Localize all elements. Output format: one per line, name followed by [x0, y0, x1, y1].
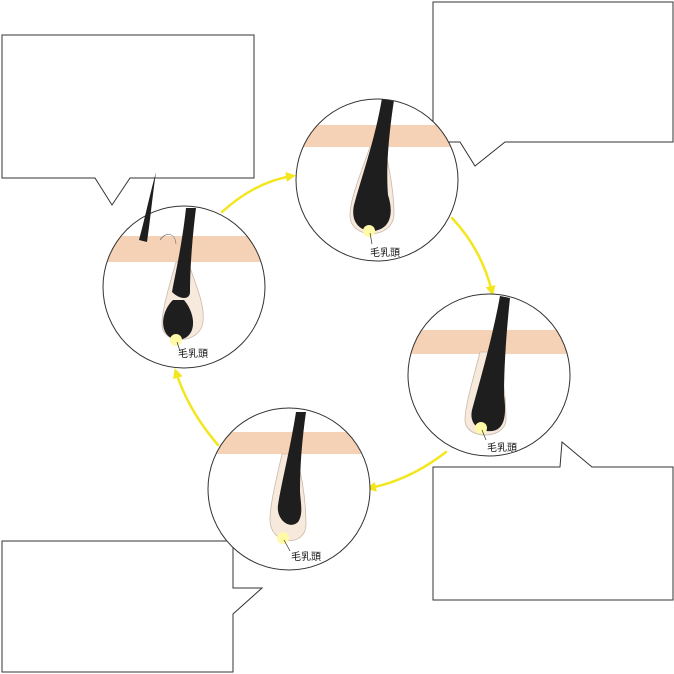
dermal-papilla-4: [277, 532, 289, 544]
arrow-2-to-3: [450, 216, 496, 296]
arrow-4-to-1: [173, 368, 220, 447]
dermal-papilla-2: [363, 225, 375, 237]
cycle-arrows: [173, 172, 496, 492]
papilla-label-4: 毛乳頭: [291, 550, 321, 563]
papilla-label-2: 毛乳頭: [370, 246, 400, 259]
dermal-papilla-1: [170, 334, 182, 346]
stage-3-circle: 毛乳頭: [407, 293, 571, 457]
callout-top-left: [1, 34, 255, 206]
arrow-1-to-2: [220, 172, 296, 214]
stage-4-circle: 毛乳頭: [207, 407, 371, 571]
papilla-label-1: 毛乳頭: [178, 347, 208, 360]
dermal-papilla-3: [475, 422, 487, 434]
callout-top-right: [432, 1, 674, 167]
callout-bottom-right: [432, 440, 674, 601]
stage-2-circle: 毛乳頭: [295, 98, 459, 262]
stage-1-circle: 毛乳頭: [102, 172, 266, 369]
arrow-3-to-4: [366, 450, 448, 492]
papilla-label-3: 毛乳頭: [487, 441, 517, 454]
shed-hair: [139, 172, 156, 242]
callout-bottom-left: [1, 540, 264, 673]
